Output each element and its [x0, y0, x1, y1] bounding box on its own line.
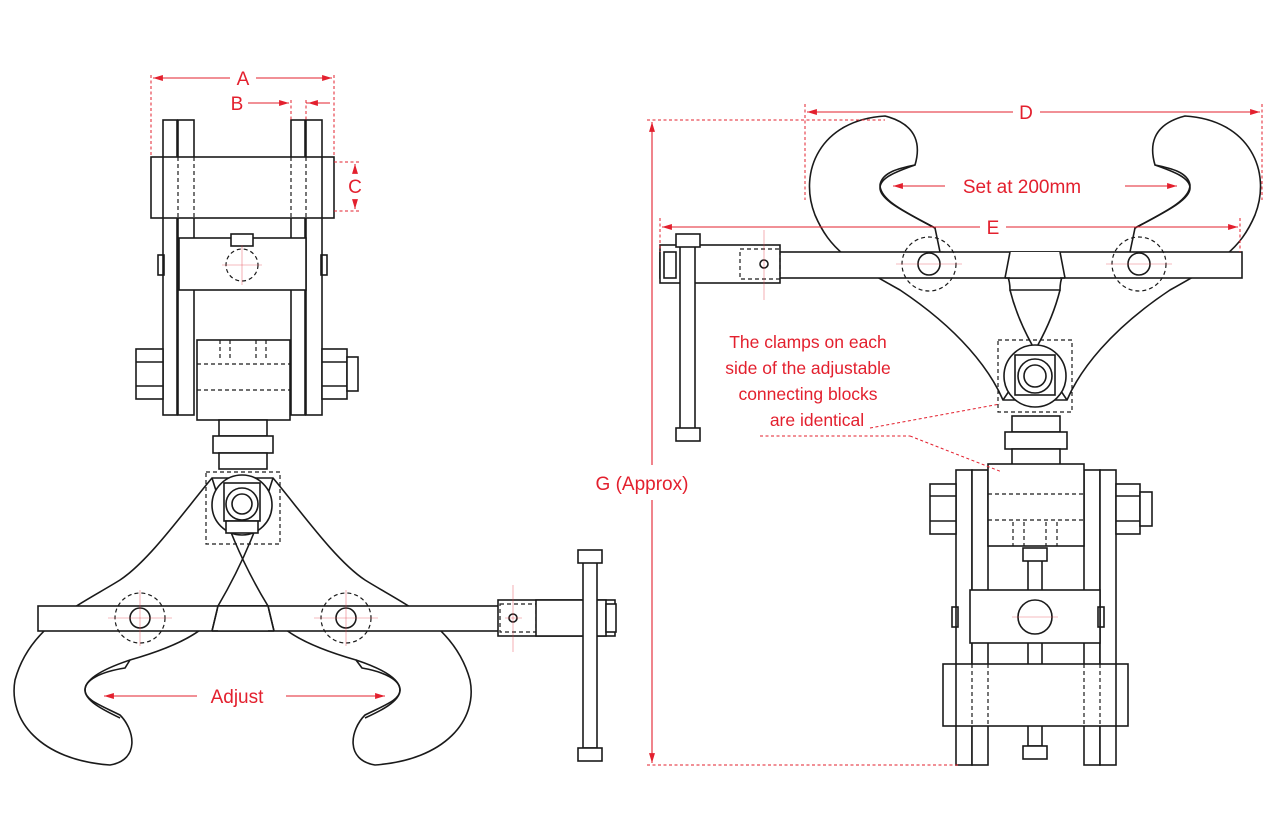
left-axle-bolt [135, 348, 359, 400]
dim-e-label: E [987, 218, 1000, 239]
right-swivel-block [987, 463, 1085, 547]
dim-d-label: D [1019, 103, 1033, 124]
adjust-label: Adjust [211, 687, 265, 708]
dimension-set-at: Set at 200mm [893, 177, 1177, 198]
right-bottom-block [942, 663, 1129, 727]
right-t-handle [679, 244, 696, 432]
dim-b-label: B [231, 94, 244, 115]
dim-c-label: C [348, 177, 362, 198]
identical-clamps-note: The clamps on each side of the adjustabl… [725, 332, 1003, 473]
dimension-adjust: Adjust [104, 687, 385, 708]
left-t-handle [582, 561, 598, 749]
dimension-g: G (Approx) [596, 119, 960, 766]
dimension-b: B [231, 94, 330, 120]
dimension-c: C [334, 161, 362, 212]
note-line-4: are identical [770, 410, 864, 430]
dim-g-label: G (Approx) [596, 474, 689, 495]
set-at-label: Set at 200mm [963, 177, 1081, 198]
dimension-d: D [804, 103, 1263, 200]
note-line-3: connecting blocks [738, 384, 877, 404]
left-swivel-block [196, 339, 291, 421]
note-line-2: side of the adjustable [725, 358, 890, 378]
right-view [659, 115, 1262, 766]
dimension-e: E [659, 218, 1241, 252]
left-view [13, 119, 617, 766]
dim-a-label: A [237, 69, 250, 90]
note-line-1: The clamps on each [729, 332, 887, 352]
dimension-a: A [150, 69, 335, 157]
left-top-block [150, 156, 335, 219]
